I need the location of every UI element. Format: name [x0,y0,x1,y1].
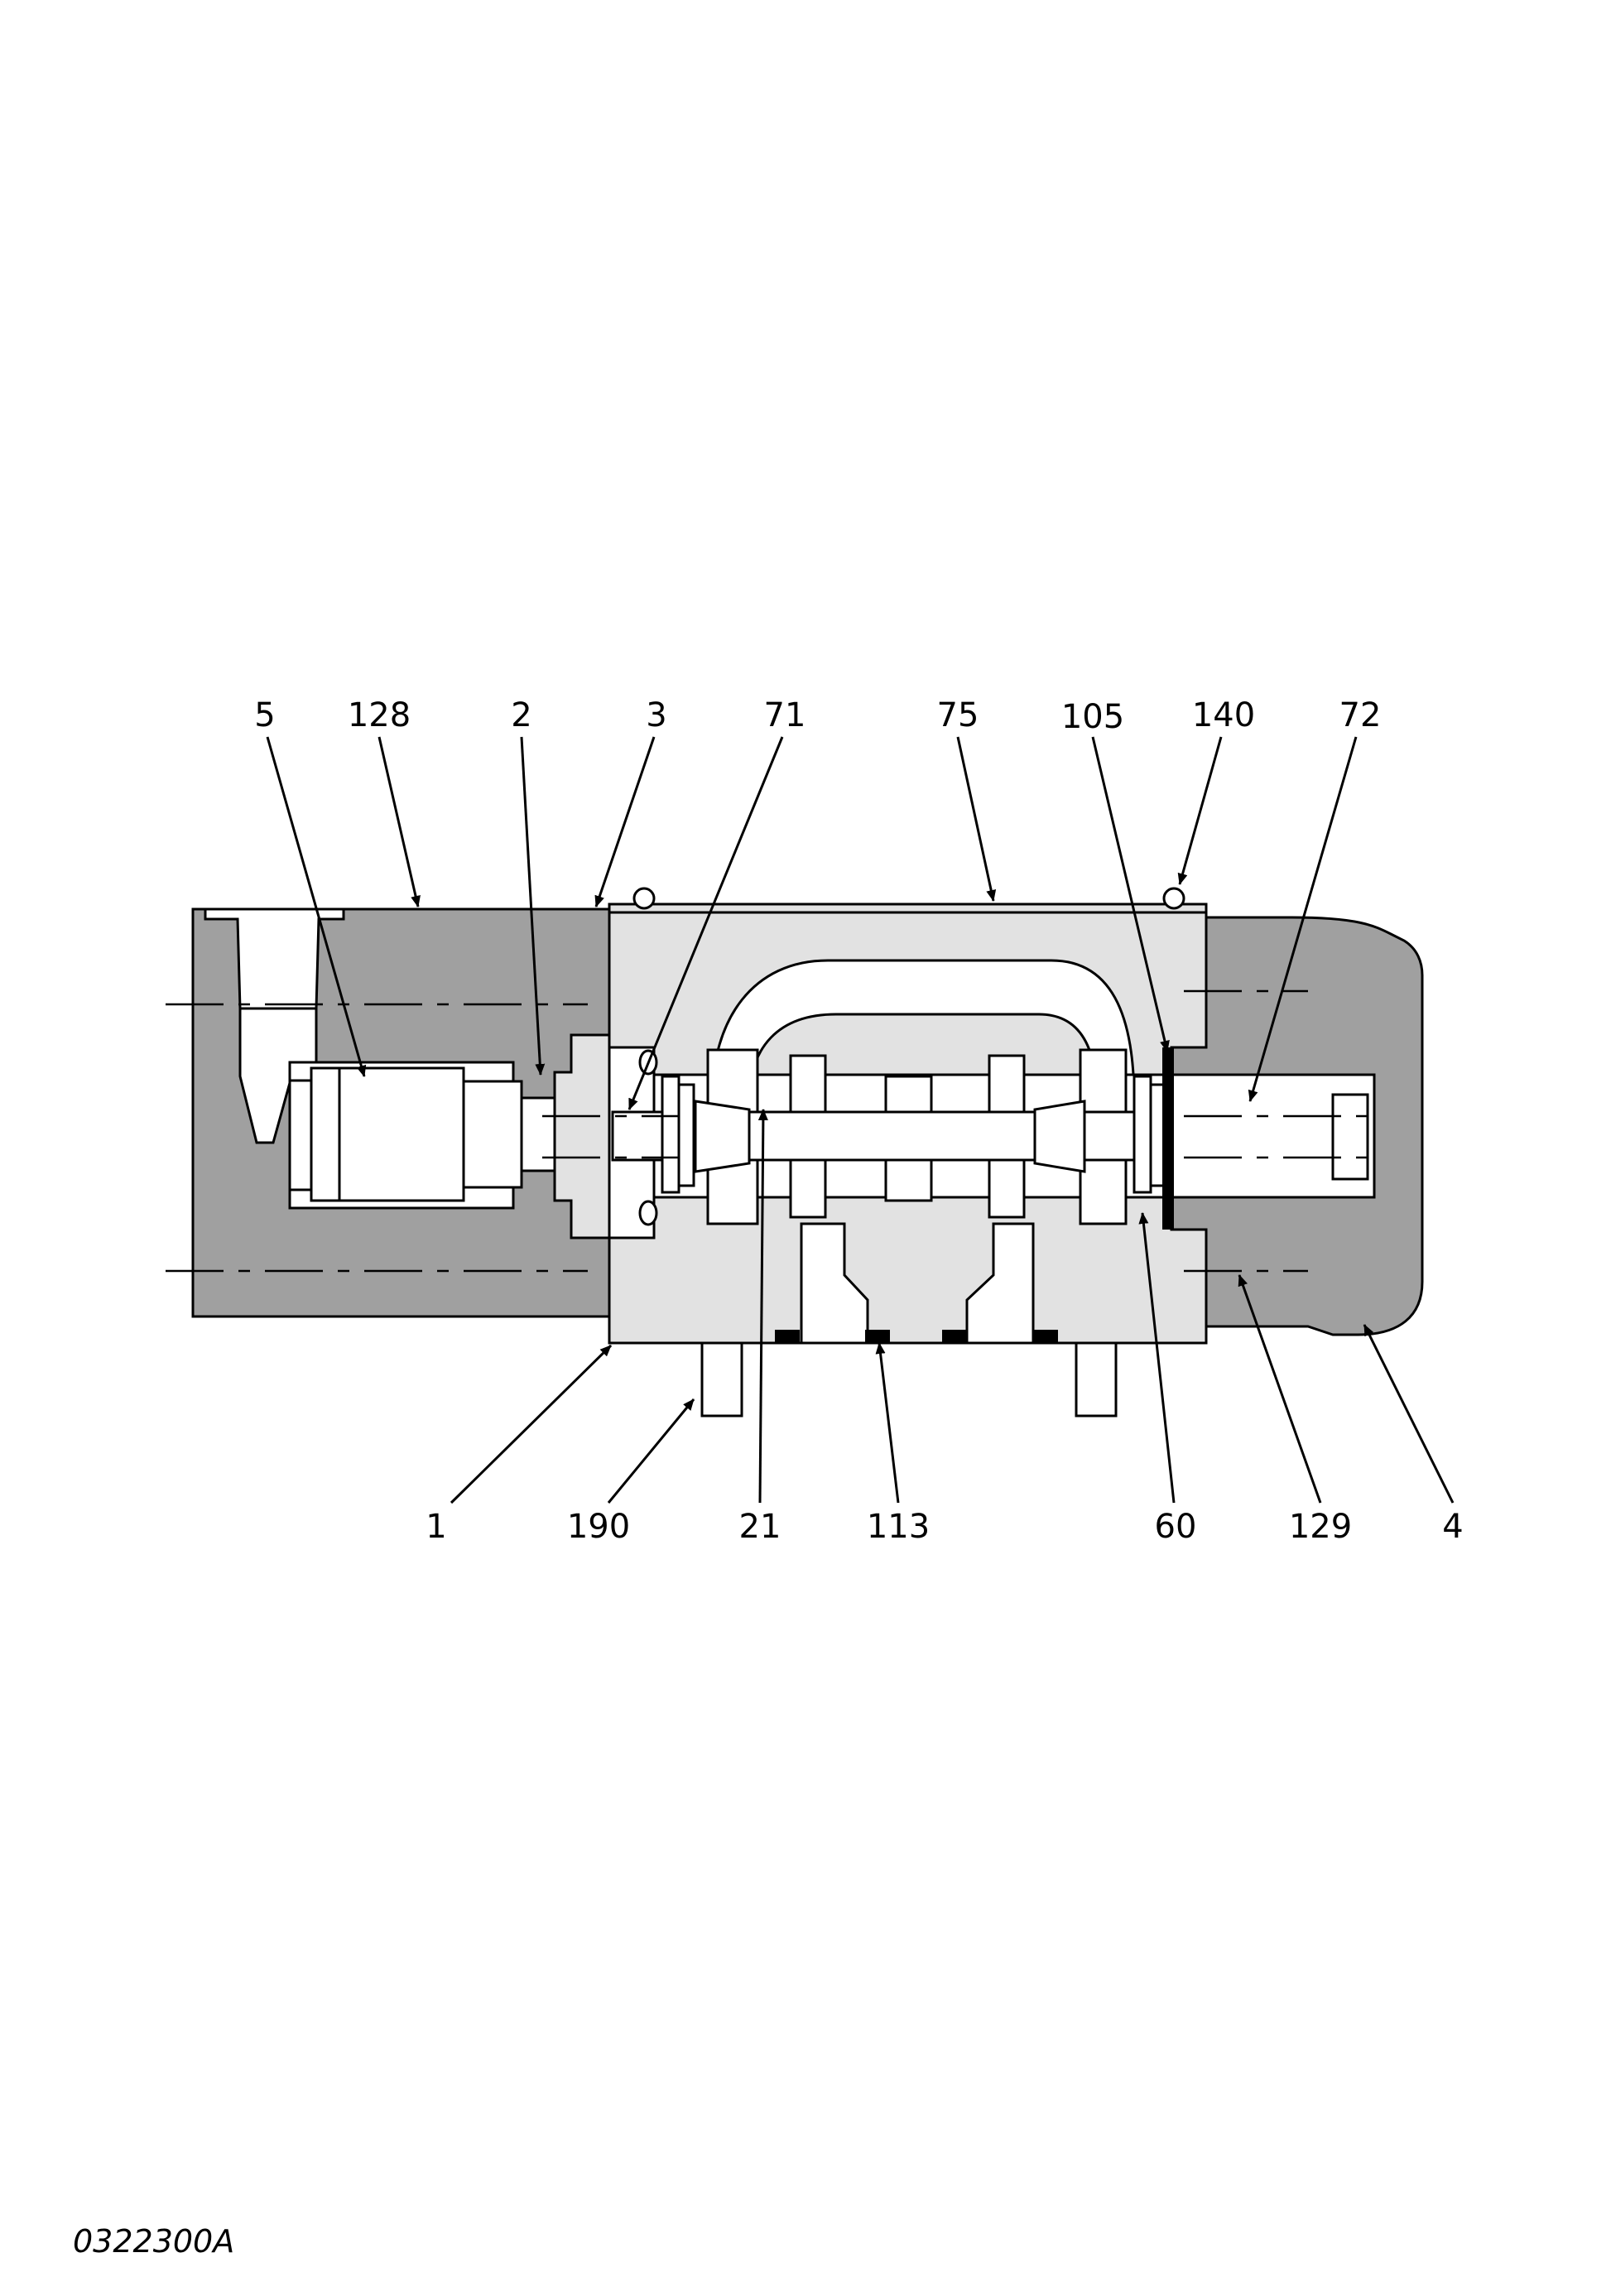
label-1: 1 [426,1508,446,1546]
label-2: 2 [511,696,531,734]
label-4: 4 [1442,1508,1463,1546]
label-113: 113 [867,1508,930,1546]
label-3: 3 [646,696,666,734]
label-72: 72 [1339,696,1382,734]
right-housing [1162,916,1424,1336]
label-5: 5 [254,696,275,734]
left-housing [191,907,611,1318]
label-60: 60 [1155,1508,1197,1546]
label-190: 190 [567,1508,630,1546]
label-75: 75 [937,696,979,734]
label-140: 140 [1192,696,1255,734]
label-21: 21 [739,1508,781,1546]
leader-lines [266,736,1455,1504]
label-71: 71 [764,696,806,734]
label-128: 128 [348,696,411,734]
label-105: 105 [1061,698,1124,736]
center-body [608,887,1208,1418]
figure-code: 0322300A [73,2223,234,2260]
label-129: 129 [1289,1508,1352,1546]
